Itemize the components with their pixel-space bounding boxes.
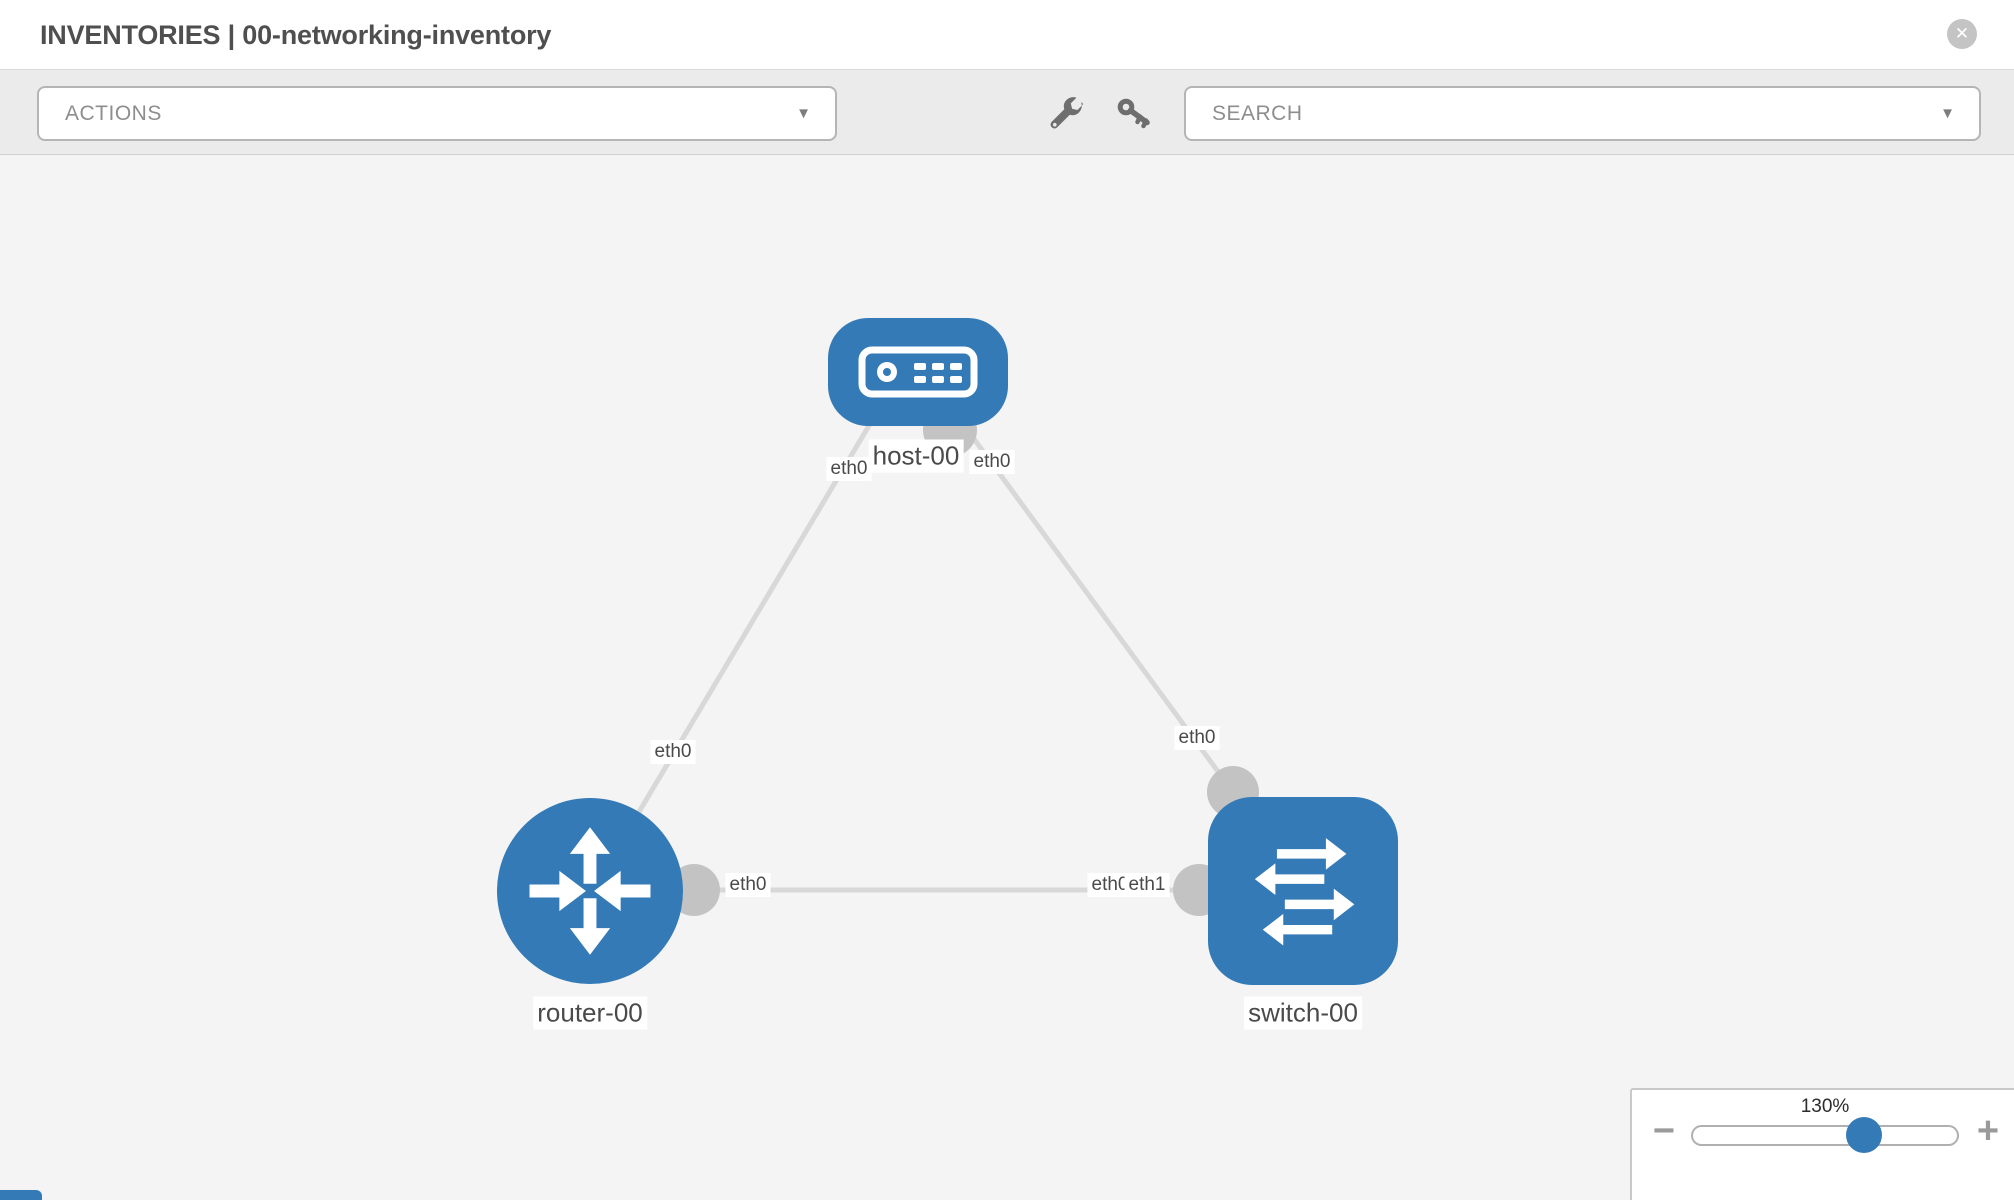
interface-label-host-to-router: eth0 bbox=[826, 457, 872, 481]
header: INVENTORIES | 00-networking-inventory ✕ bbox=[0, 0, 2014, 70]
actions-select[interactable]: ACTIONS ▼ bbox=[37, 86, 837, 141]
node-switch[interactable] bbox=[1208, 797, 1398, 985]
interface-label-switch-to-host: eth0 bbox=[1174, 726, 1220, 750]
wrench-icon bbox=[1050, 97, 1084, 129]
plus-icon: + bbox=[1976, 1110, 2000, 1152]
actions-label: ACTIONS bbox=[65, 102, 162, 125]
interface-label-router-to-switch: eth0 bbox=[725, 873, 771, 897]
bottom-left-blue-fragment bbox=[0, 1190, 42, 1200]
zoom-in-button[interactable]: + bbox=[1970, 1110, 2006, 1154]
caret-down-icon: ▼ bbox=[796, 105, 811, 122]
close-icon: ✕ bbox=[1954, 24, 1970, 43]
page-title: INVENTORIES | 00-networking-inventory bbox=[40, 20, 552, 50]
zoom-slider-track[interactable] bbox=[1691, 1125, 1959, 1146]
key-icon bbox=[1117, 98, 1150, 129]
node-label-router: router-00 bbox=[533, 996, 647, 1030]
node-host[interactable] bbox=[828, 318, 1008, 426]
search-select[interactable]: SEARCH ▼ bbox=[1184, 86, 1981, 141]
node-label-switch: switch-00 bbox=[1244, 996, 1362, 1030]
configure-button[interactable] bbox=[1048, 96, 1086, 134]
key-button[interactable] bbox=[1115, 96, 1153, 134]
host-icon bbox=[858, 346, 978, 398]
close-button[interactable]: ✕ bbox=[1947, 19, 1977, 49]
zoom-slider-thumb[interactable] bbox=[1846, 1117, 1882, 1153]
interface-label-host-to-switch: eth0 bbox=[969, 450, 1015, 474]
node-router[interactable] bbox=[497, 798, 683, 984]
search-label: SEARCH bbox=[1212, 102, 1303, 125]
minus-icon: − bbox=[1652, 1110, 1676, 1152]
interface-label-router-to-host: eth0 bbox=[650, 740, 696, 764]
caret-down-icon: ▼ bbox=[1940, 105, 1955, 122]
zoom-out-button[interactable]: − bbox=[1646, 1110, 1682, 1154]
switch-icon bbox=[1254, 838, 1355, 946]
zoom-value: 130% bbox=[1800, 1096, 1850, 1117]
router-icon bbox=[529, 827, 651, 955]
interface-label-switch-to-router: eth1 bbox=[1124, 873, 1170, 897]
toolbar: ACTIONS ▼ SEARCH ▼ bbox=[0, 70, 2014, 155]
node-label-host: host-00 bbox=[868, 439, 964, 473]
zoom-panel: 130% − + bbox=[1630, 1088, 2014, 1200]
